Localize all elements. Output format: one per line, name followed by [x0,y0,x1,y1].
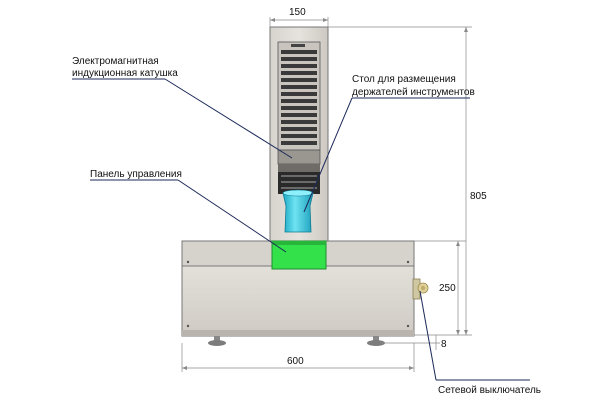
dim-height-total: 805 [470,191,487,202]
coil-label-line1: Электромагнитная [72,56,159,67]
table-label-line2: держателей инструментов [352,87,475,98]
lower-slot [281,181,317,183]
louver-slat [281,113,317,117]
coil-label-line2: индукционная катушка [72,68,178,79]
louver-slat [281,78,317,82]
control-panel [271,240,327,270]
power-switch [412,278,429,300]
induction-coil [277,149,321,172]
tower-louvers [281,50,317,145]
table-label-line1: Стол для размещения [352,74,456,85]
dim-foot-height: 8 [441,339,447,350]
louver-slat [281,120,317,124]
louver-slat [281,71,317,75]
dim-width-top: 150 [289,7,306,18]
switch-label: Сетевой выключатель [438,385,541,396]
louver-slat [281,134,317,138]
callout-lines [72,78,530,381]
louver-slat [281,64,317,68]
dim-height-base: 250 [439,283,456,294]
louver-slat [281,127,317,131]
louver-slat [281,50,317,54]
louver-slat [281,92,317,96]
louver-slat [281,85,317,89]
machine-feet [208,336,385,346]
louver-slat [281,57,317,61]
dim-width-base: 600 [287,356,304,367]
lower-slot [281,175,317,177]
louver-slat [281,141,317,145]
panel-label: Панель управления [90,169,182,180]
louver-slat [281,99,317,103]
dimension-lines [181,17,472,372]
louver-slat [281,106,317,110]
tower-lower-opening [278,172,320,194]
tool-holder-table [282,189,314,233]
lower-slot [281,187,317,189]
dimension-arrows [182,18,468,370]
